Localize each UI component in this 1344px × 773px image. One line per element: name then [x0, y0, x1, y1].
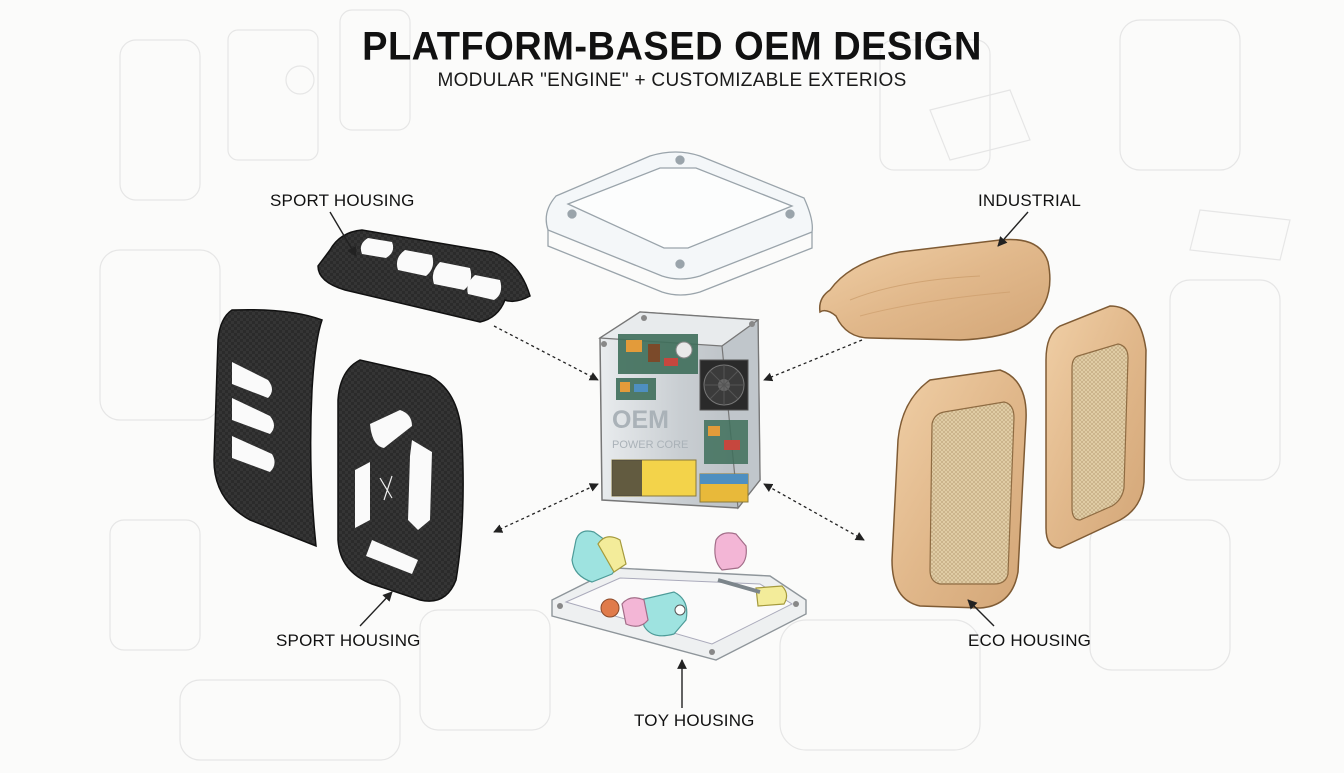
oem-power-core: OEM POWER CORE: [598, 311, 761, 510]
toy-housing-tray: [551, 530, 807, 661]
core-brand-text: OEM: [612, 406, 669, 434]
background-sketches: [99, 9, 1291, 761]
eco-housing-back-panel: [1045, 305, 1147, 549]
callout-leader-lines: [329, 211, 1029, 708]
sport-housing-side-panel: [337, 359, 464, 602]
eco-housing-front-panel: [891, 369, 1027, 609]
transparent-top-cover: [545, 151, 813, 296]
label-industrial: INDUSTRIAL: [978, 191, 1082, 210]
industrial-top-plate: [818, 238, 1051, 341]
core-name-text: POWER CORE: [612, 439, 688, 451]
label-sport-housing-bottom: SPORT HOUSING: [276, 631, 421, 650]
label-toy-housing: TOY HOUSING: [634, 711, 755, 730]
sport-housing-top-plate: [317, 229, 531, 323]
sport-housing-left-panel: [213, 308, 323, 548]
assembly-connector-arrows: [493, 325, 865, 541]
label-sport-housing-top: SPORT HOUSING: [270, 191, 415, 210]
page-title: PLATFORM-BASED OEM DESIGN: [362, 24, 982, 70]
page-subtitle: MODULAR "ENGINE" + CUSTOMIZABLE EXTERIOS: [437, 70, 907, 91]
label-eco-housing: ECO HOUSING: [968, 631, 1092, 650]
